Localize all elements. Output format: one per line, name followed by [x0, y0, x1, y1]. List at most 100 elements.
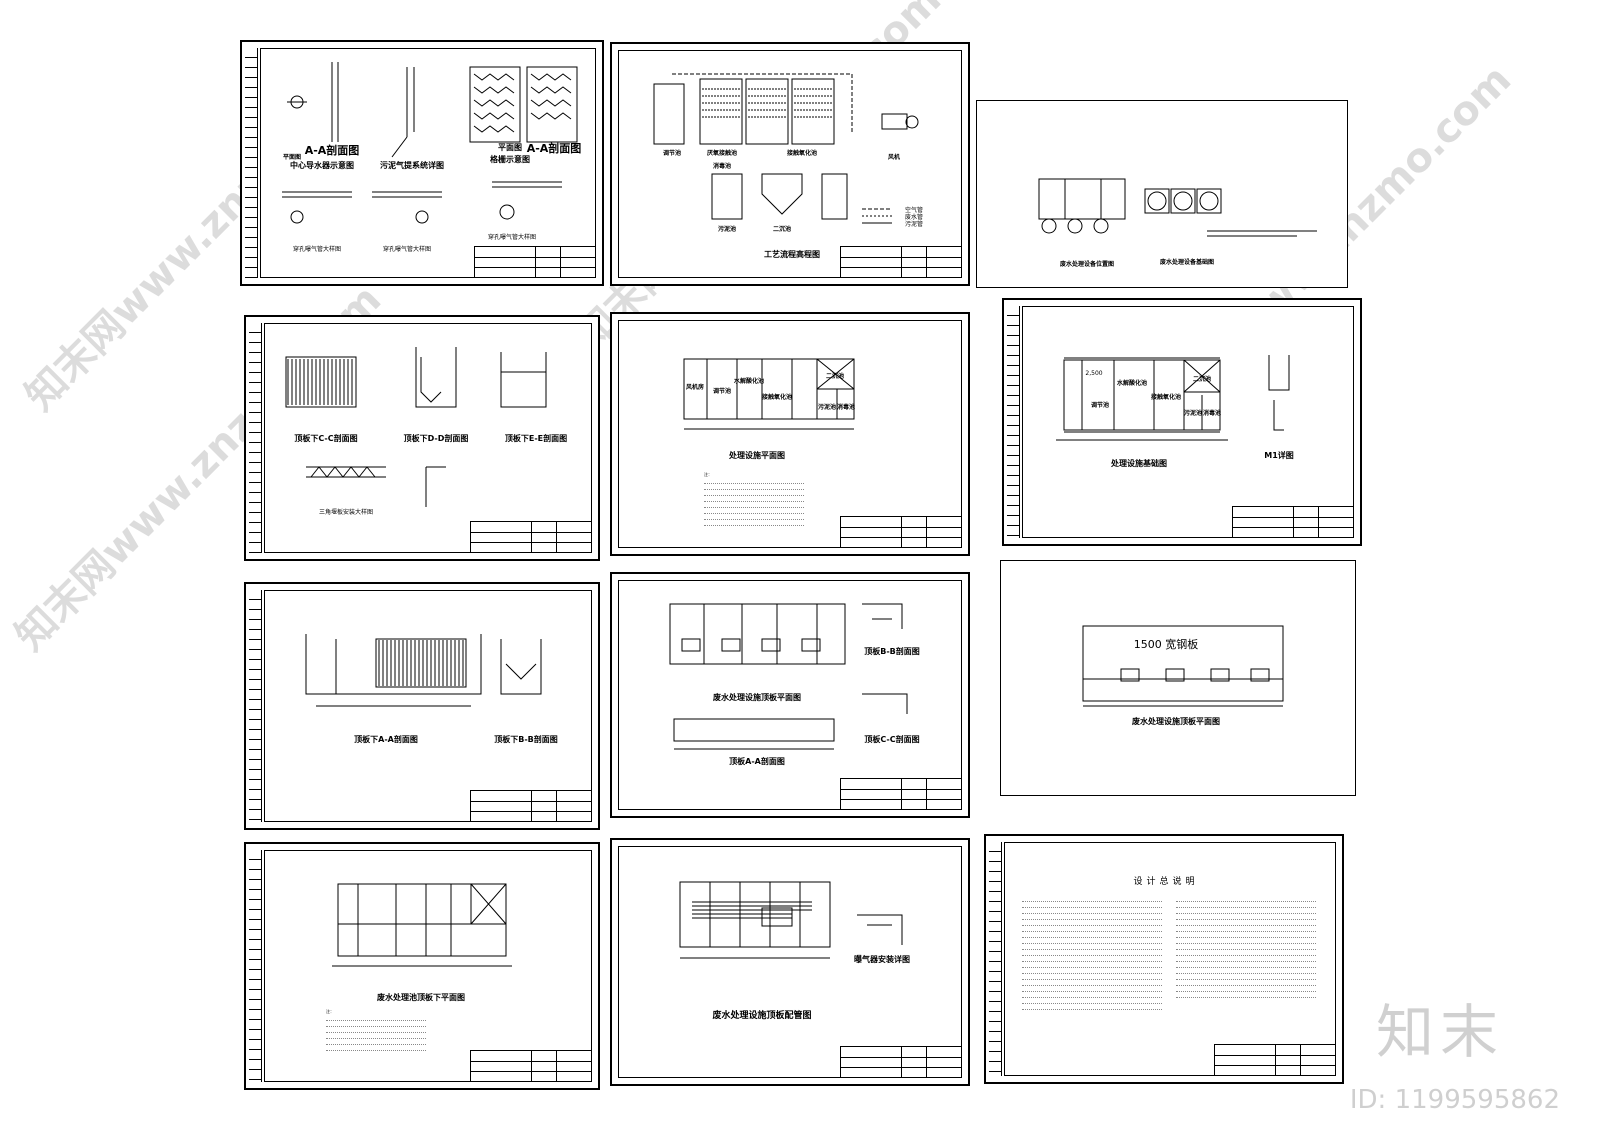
drawing-sheet-5[interactable]: 处理设施平面图 风机房 调节池 水解酸化池 接触氧化池 污泥池 消毒池 二沉池 …	[610, 312, 970, 556]
sheet-10-graphics	[332, 883, 512, 967]
caption: 平面图	[282, 154, 302, 161]
caption: 废水处理设备基础图	[1159, 259, 1215, 266]
caption: 穿孔曝气管大样图	[382, 246, 432, 253]
title-strip	[245, 48, 258, 278]
sheet-9-graphics	[1082, 625, 1284, 707]
caption: 三角堰板安装大样图	[318, 509, 374, 516]
caption: 平面图	[498, 143, 522, 152]
caption: 顶板C-C剖面图	[864, 735, 920, 744]
label: 二沉池	[1192, 376, 1212, 383]
title-strip	[249, 323, 262, 553]
title-block	[470, 1050, 592, 1082]
caption: 顶板下C-C剖面图	[294, 434, 358, 443]
label: 污泥池	[1183, 410, 1203, 417]
sheet-1-graphics	[282, 62, 578, 224]
drawing-frame	[618, 580, 962, 810]
label: 接触氧化池	[761, 394, 793, 401]
sheet-7-graphics	[305, 634, 542, 707]
caption: 穿孔曝气管大样图	[487, 234, 537, 241]
title-strip	[1007, 306, 1020, 538]
drawing-sheet-3[interactable]: 废水处理设备位置图 废水处理设备基础图	[976, 100, 1348, 288]
label: 风机	[887, 154, 901, 161]
label: 二沉池	[772, 226, 792, 233]
caption: 穿孔曝气管大样图	[292, 246, 342, 253]
label: 调节池	[662, 150, 682, 157]
sheet-4-graphics	[285, 347, 547, 507]
drawing-sheet-12[interactable]: 设计总说明	[984, 834, 1344, 1084]
label: 调节池	[1090, 402, 1110, 409]
drawing-frame	[1004, 842, 1336, 1076]
sheet-2-graphics	[653, 73, 919, 224]
title-block	[470, 790, 592, 822]
drawing-sheet-8[interactable]: 废水处理设施顶板平面图 顶板A-A剖面图 顶板B-B剖面图 顶板C-C剖面图	[610, 572, 970, 818]
caption: 顶板下A-A剖面图	[354, 735, 418, 744]
drawing-sheet-6[interactable]: 处理设施基础图 M1详图 2,500 调节池 水解酸化池 接触氧化池 污泥池 消…	[1002, 298, 1362, 546]
notes-block: 注：	[704, 472, 804, 526]
caption: 废水处理设施顶板配管图	[712, 1011, 812, 1021]
drawing-sheet-1[interactable]: A-A剖面图 中心导水器示意图 污泥气提系统详图 平面图 A-A剖面图 格栅示意…	[240, 40, 604, 286]
page-title: 设计总说明	[1133, 877, 1199, 887]
label: 厌氧接触池	[706, 150, 738, 157]
label: 接触氧化池	[786, 150, 818, 157]
drawing-frame	[264, 323, 592, 553]
title-strip	[249, 850, 262, 1082]
drawing-sheet-11[interactable]: 废水处理设施顶板配管图 曝气器安装详图	[610, 838, 970, 1086]
caption: 工艺流程高程图	[764, 250, 820, 259]
notes-block	[1022, 896, 1162, 1010]
plate-label: 1500 宽钢板	[1133, 638, 1199, 651]
drawing-frame	[264, 590, 592, 822]
caption: A-A剖面图	[526, 142, 582, 155]
caption: 顶板下E-E剖面图	[504, 434, 568, 443]
label: 污泥池	[717, 226, 737, 233]
caption: 格栅示意图	[490, 155, 530, 164]
label: 消毒池	[1202, 410, 1222, 417]
drawing-frame	[618, 846, 962, 1078]
caption: M1详图	[1264, 451, 1294, 460]
drawing-sheet-10[interactable]: 废水处理池顶板下平面图 注：	[244, 842, 600, 1090]
legend-item: 污泥管	[904, 221, 924, 228]
caption: 中心导水器示意图	[290, 161, 354, 170]
caption: 顶板下D-D剖面图	[403, 434, 469, 443]
drawing-sheet-4[interactable]: 顶板下C-C剖面图 顶板下D-D剖面图 顶板下E-E剖面图 三角堰板安装大样图	[244, 315, 600, 561]
title-block	[474, 246, 596, 278]
legend-item: 空气管	[904, 207, 924, 214]
caption: 废水处理池顶板下平面图	[377, 993, 465, 1002]
drawing-frame	[260, 48, 596, 278]
notes-title: 注：	[704, 472, 712, 477]
drawing-frame	[618, 50, 962, 278]
dimension-label: 2,500	[1085, 370, 1103, 377]
drawing-frame	[618, 320, 962, 548]
label: 消毒池	[836, 404, 856, 411]
label: 水解酸化池	[733, 378, 765, 385]
notes-block	[1176, 896, 1316, 998]
drawing-sheet-9[interactable]: 1500 宽钢板 废水处理设施顶板平面图	[1000, 560, 1356, 796]
notes-title: 注：	[326, 1009, 334, 1014]
title-block	[470, 521, 592, 553]
title-block	[840, 516, 962, 548]
caption: 顶板下B-B剖面图	[494, 735, 558, 744]
title-strip	[989, 842, 1002, 1076]
caption: 处理设施基础图	[1111, 459, 1167, 468]
notes-block: 注：	[326, 1009, 426, 1051]
caption: 废水处理设备位置图	[1059, 261, 1115, 268]
title-block	[840, 246, 962, 278]
legend-item: 废水管	[904, 214, 924, 221]
title-block	[840, 778, 962, 810]
caption: 顶板B-B剖面图	[864, 647, 920, 656]
caption: 曝气器安装详图	[854, 955, 910, 964]
drawing-frame	[1022, 306, 1354, 538]
drawing-sheet-7[interactable]: 顶板下A-A剖面图 顶板下B-B剖面图	[244, 582, 600, 830]
label: 污泥池	[817, 404, 837, 411]
drawing-frame	[264, 850, 592, 1082]
title-block	[1232, 506, 1354, 538]
sheet-8-graphics	[669, 603, 908, 750]
title-block	[1214, 1044, 1336, 1076]
title-strip	[249, 590, 262, 822]
label: 接触氧化池	[1150, 394, 1182, 401]
drawing-sheet-2[interactable]: 工艺流程高程图 调节池 厌氧接触池 接触氧化池 风机 污泥池 二沉池 消毒池 空…	[610, 42, 970, 286]
caption: 污泥气提系统详图	[380, 161, 444, 170]
label: 调节池	[712, 388, 732, 395]
label: 水解酸化池	[1116, 380, 1148, 387]
sheet-5-graphics	[683, 358, 855, 430]
sheet-3-graphics	[1038, 178, 1317, 237]
